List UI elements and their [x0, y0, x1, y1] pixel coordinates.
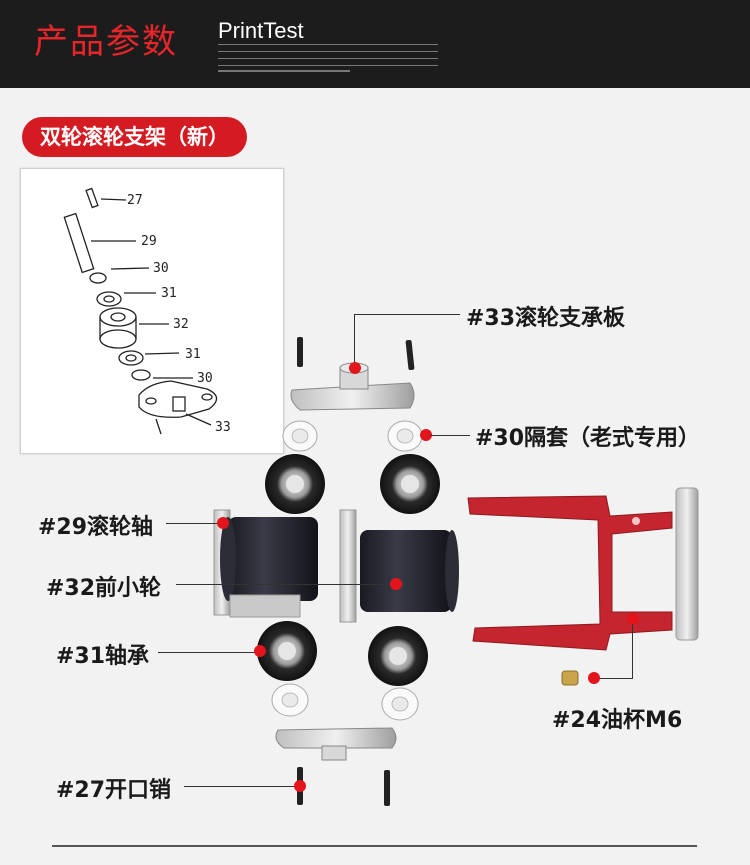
callout-label-29: #29滚轮轴: [38, 515, 154, 540]
callout-label-31: #31轴承: [56, 644, 150, 669]
callout-label-32: #32前小轮: [46, 576, 162, 601]
header-title-en: PrintTest: [218, 18, 304, 43]
callout-label-33: #33滚轮支承板: [466, 306, 626, 331]
callout-label-30: #30隔套（老式专用）: [475, 426, 701, 451]
diagram-label-31-bottom: 31: [185, 347, 201, 362]
diagram-label-33: 33: [215, 420, 231, 435]
cotter-pin-top-left: [297, 337, 303, 367]
callout-line-33: [354, 314, 460, 315]
callout-line-24-h: [598, 678, 633, 679]
wheel-right: [360, 530, 459, 612]
callout-label-27: #27开口销: [56, 778, 172, 803]
callout-dot-27: [294, 780, 306, 792]
header-banner: 产品参数 PrintTest: [0, 0, 750, 88]
callout-dot-30: [420, 429, 432, 441]
cotter-pin-bottom-right: [384, 770, 390, 806]
callout-dot-32: [390, 578, 402, 590]
support-plate-bottom: [275, 727, 397, 761]
diagram-drawing: 27 29 30 31 32 31 30 33: [63, 187, 231, 435]
washer-bottom-left: [271, 683, 309, 717]
washer-top-right: [387, 420, 423, 452]
washer-bottom-right: [381, 687, 419, 721]
callout-line-27: [184, 786, 294, 787]
callout-label-24: #24油杯M6: [552, 708, 683, 733]
exploded-diagram: 27 29 30 31 32 31 30 33: [20, 168, 284, 454]
callout-line-32: [176, 584, 394, 585]
callout-dot-24-frame: [627, 613, 639, 625]
shaft-right: [339, 509, 357, 623]
callout-line-30: [430, 435, 470, 436]
callout-line-31: [158, 652, 256, 653]
callout-dot-33: [349, 362, 361, 374]
callout-dot-31: [254, 645, 266, 657]
callout-line-29: [166, 523, 220, 524]
frame-pin: [675, 487, 699, 641]
header-title-cn: 产品参数: [34, 22, 178, 62]
header-fine-print: [218, 44, 438, 74]
diagram-label-31-top: 31: [161, 286, 177, 301]
header-rule: [218, 70, 350, 72]
callout-dot-29: [217, 517, 229, 529]
diagram-label-27: 27: [127, 193, 143, 208]
callout-dot-24: [588, 672, 600, 684]
diagram-label-32: 32: [173, 317, 189, 332]
cotter-pin-top-right: [405, 339, 415, 371]
section-title-pill: 双轮滚轮支架（新）: [22, 117, 247, 157]
red-frame: [467, 495, 673, 651]
grease-cup: [561, 670, 579, 686]
bottom-rule: [52, 845, 697, 847]
callout-line-24-v: [632, 624, 633, 678]
diagram-label-30-top: 30: [153, 261, 169, 276]
diagram-label-30-bottom: 30: [197, 371, 213, 386]
callout-line-33-v: [354, 314, 355, 369]
diagram-label-29: 29: [141, 234, 157, 249]
wheel-left: [220, 517, 318, 618]
washer-top-left: [282, 420, 318, 452]
